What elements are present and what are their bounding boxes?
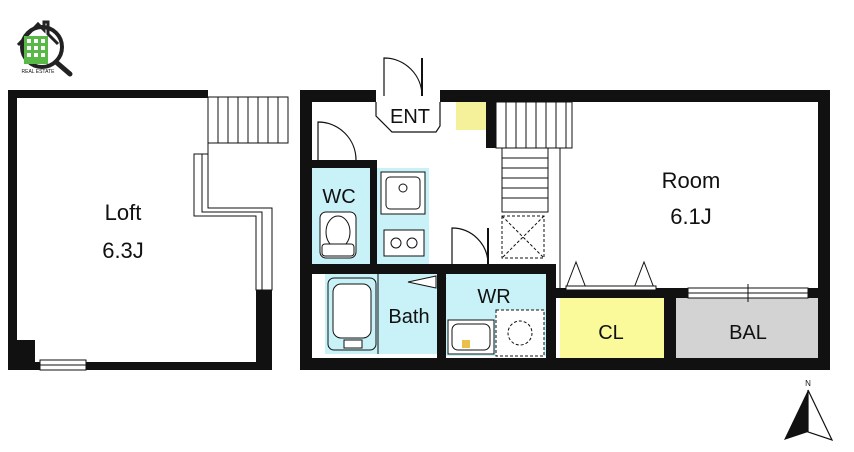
closet-label: CL	[598, 322, 624, 344]
logo-caption: REAL ESTATE	[22, 69, 56, 75]
loft-label: Loft	[105, 200, 142, 225]
room-label: Room	[662, 168, 721, 193]
wc-label: WC	[322, 186, 355, 208]
company-logo: REAL ESTATE	[8, 12, 76, 78]
compass-label: N	[805, 379, 811, 388]
room-size: 6.1J	[670, 204, 712, 229]
wr-label: WR	[477, 286, 510, 308]
entrance-label: ENT	[390, 106, 430, 128]
balcony-area	[676, 298, 818, 358]
north-arrow-icon: N	[784, 379, 834, 442]
entrance-mat	[456, 102, 486, 130]
loft-plan: Loft 6.3J	[8, 90, 289, 371]
closet-area	[560, 298, 664, 358]
balcony-label: BAL	[729, 322, 767, 344]
loft-size: 6.3J	[102, 238, 144, 263]
main-unit-plan: ENT WC	[300, 57, 830, 370]
bath-label: Bath	[388, 306, 429, 328]
